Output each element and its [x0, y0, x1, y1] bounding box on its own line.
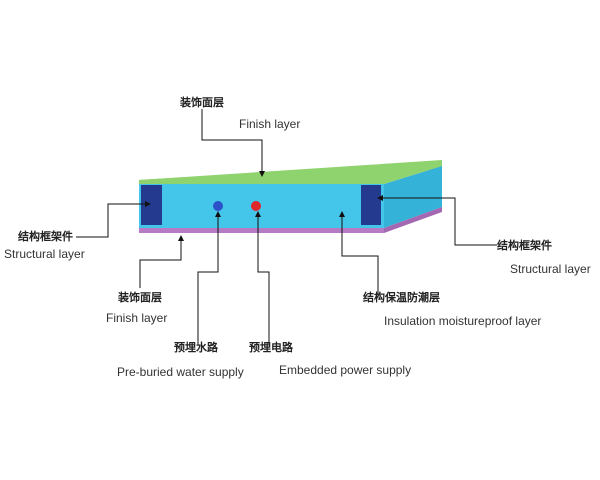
label-finish-bottom-zh: 装饰面层 [117, 290, 162, 304]
finish-layer-bottom-side [384, 207, 442, 233]
structural-frame-right [361, 185, 381, 225]
core-front-face [139, 184, 384, 228]
core-side-face [384, 166, 442, 228]
label-structural-left-en: Structural layer [4, 247, 85, 261]
label-power-zh: 预埋电路 [249, 340, 294, 354]
structural-frame-left [141, 185, 162, 225]
leader-lines [76, 109, 497, 345]
label-insulation-zh: 结构保温防潮层 [362, 290, 440, 304]
label-insulation-en: Insulation moistureproof layer [384, 314, 541, 328]
label-power-en: Embedded power supply [279, 363, 411, 377]
power-line-dot [251, 201, 261, 211]
leader-insulation [339, 211, 379, 295]
leader-finish-top [201, 109, 265, 177]
label-water-zh: 预埋水路 [174, 340, 219, 354]
labels: 装饰面层 Finish layer 结构框架件 Structural layer… [4, 95, 591, 379]
label-structural-right-en: Structural layer [510, 262, 591, 276]
finish-layer-bottom-front [139, 228, 384, 233]
finish-layer-side-edge [139, 160, 442, 184]
label-finish-bottom-en: Finish layer [106, 311, 167, 325]
water-pipe-dot [213, 201, 223, 211]
label-structural-right-zh: 结构框架件 [496, 238, 552, 252]
panel-body [139, 160, 442, 233]
leader-structural-left [76, 201, 151, 238]
label-structural-left-zh: 结构框架件 [17, 229, 73, 243]
leader-power [255, 211, 270, 344]
label-finish-top-zh: 装饰面层 [179, 95, 224, 109]
leader-structural-right [377, 195, 497, 246]
label-finish-top-en: Finish layer [239, 117, 300, 131]
leader-water [197, 211, 221, 345]
leader-finish-bottom [139, 235, 184, 288]
label-water-en: Pre-buried water supply [117, 365, 244, 379]
